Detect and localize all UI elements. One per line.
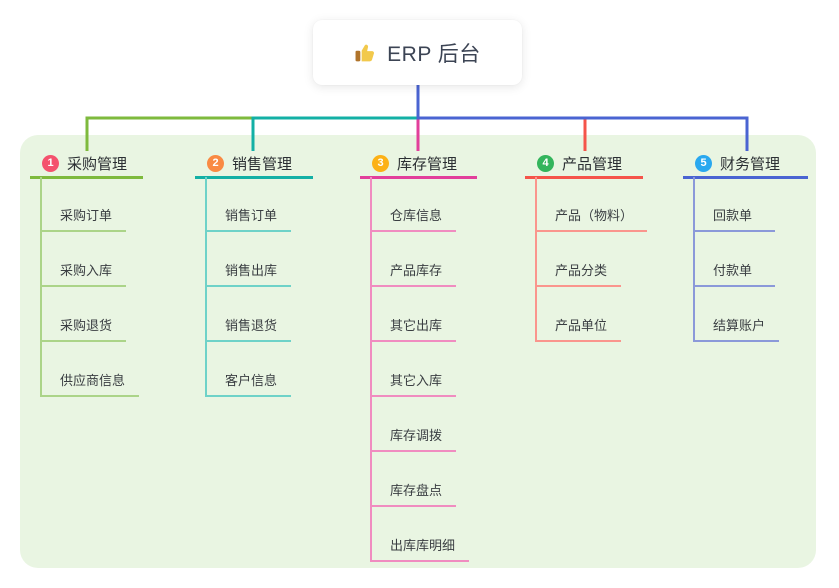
- branch-children-group: 销售订单销售出库销售退货客户信息: [205, 177, 292, 397]
- child-node[interactable]: 销售退货: [207, 287, 292, 342]
- child-node[interactable]: 库存调拨: [372, 397, 457, 452]
- child-node[interactable]: 采购订单: [42, 177, 127, 232]
- child-node-label: 供应商信息: [60, 373, 126, 388]
- branch-number-badge: 3: [372, 154, 389, 172]
- child-node[interactable]: 其它入库: [372, 342, 457, 397]
- branch-number-badge: 4: [537, 154, 554, 172]
- child-node-label: 销售出库: [225, 263, 278, 278]
- child-node-label: 回款单: [713, 208, 753, 223]
- child-node[interactable]: 产品分类: [537, 232, 622, 287]
- child-node[interactable]: 销售订单: [207, 177, 292, 232]
- branch-node-label: 财务管理: [720, 155, 781, 173]
- child-node[interactable]: 产品（物料）: [537, 177, 648, 232]
- child-node-label: 产品（物料）: [555, 208, 634, 223]
- branch-node-label: 销售管理: [232, 155, 293, 173]
- branch-node-label: 库存管理: [397, 155, 458, 173]
- child-node-label: 客户信息: [225, 373, 278, 388]
- child-node[interactable]: 销售出库: [207, 232, 292, 287]
- branch-node[interactable]: 4 产品管理: [525, 150, 643, 179]
- branch-number-badge: 5: [695, 154, 712, 172]
- child-node-label: 销售订单: [225, 208, 278, 223]
- child-node-label: 产品分类: [555, 263, 608, 278]
- branch-number-badge: 2: [207, 154, 224, 172]
- branch-node-label: 采购管理: [67, 155, 128, 173]
- child-node[interactable]: 出库库明细: [372, 507, 470, 562]
- child-node-label: 销售退货: [225, 318, 278, 333]
- child-node[interactable]: 产品单位: [537, 287, 622, 342]
- branch-children-group: 产品（物料） 产品分类产品单位: [535, 177, 648, 342]
- child-node[interactable]: 供应商信息: [42, 342, 140, 397]
- branch-children-group: 采购订单采购入库采购退货供应商信息: [40, 177, 140, 397]
- child-node-label: 其它入库: [390, 373, 443, 388]
- branch-number-badge: 1: [42, 154, 59, 172]
- child-node-label: 采购退货: [60, 318, 113, 333]
- branch-node[interactable]: 5 财务管理: [683, 150, 808, 179]
- child-node[interactable]: 仓库信息: [372, 177, 457, 232]
- child-node-label: 仓库信息: [390, 208, 443, 223]
- branch-children-group: 回款单付款单结算账户: [693, 177, 780, 342]
- child-node-label: 付款单: [713, 263, 753, 278]
- child-node[interactable]: 其它出库: [372, 287, 457, 342]
- child-node[interactable]: 库存盘点: [372, 452, 457, 507]
- branch-node[interactable]: 2 销售管理: [195, 150, 313, 179]
- child-node-label: 结算账户: [713, 318, 766, 333]
- child-node-label: 其它出库: [390, 318, 443, 333]
- root-node[interactable]: ERP 后台: [313, 20, 522, 85]
- child-node-label: 库存盘点: [390, 483, 443, 498]
- child-node-label: 出库库明细: [390, 538, 456, 553]
- child-node[interactable]: 产品库存: [372, 232, 457, 287]
- child-node[interactable]: 客户信息: [207, 342, 292, 397]
- child-node[interactable]: 结算账户: [695, 287, 780, 342]
- child-node-label: 采购订单: [60, 208, 113, 223]
- child-node-label: 产品库存: [390, 263, 443, 278]
- child-node-label: 库存调拨: [390, 428, 443, 443]
- branches-panel: [20, 135, 816, 568]
- thumbs-up-icon: [355, 44, 375, 62]
- root-node-label: ERP 后台: [387, 42, 481, 66]
- child-node-label: 产品单位: [555, 318, 608, 333]
- branch-node[interactable]: 1 采购管理: [30, 150, 143, 179]
- child-node-label: 采购入库: [60, 263, 113, 278]
- branch-node[interactable]: 3 库存管理: [360, 150, 477, 179]
- branch-children-group: 仓库信息产品库存其它出库其它入库库存调拨库存盘点出库库明细: [370, 177, 470, 562]
- child-node[interactable]: 采购退货: [42, 287, 127, 342]
- branch-node-label: 产品管理: [562, 155, 623, 173]
- child-node[interactable]: 采购入库: [42, 232, 127, 287]
- child-node[interactable]: 付款单: [695, 232, 775, 287]
- branch-connector: [416, 85, 749, 151]
- child-node[interactable]: 回款单: [695, 177, 775, 232]
